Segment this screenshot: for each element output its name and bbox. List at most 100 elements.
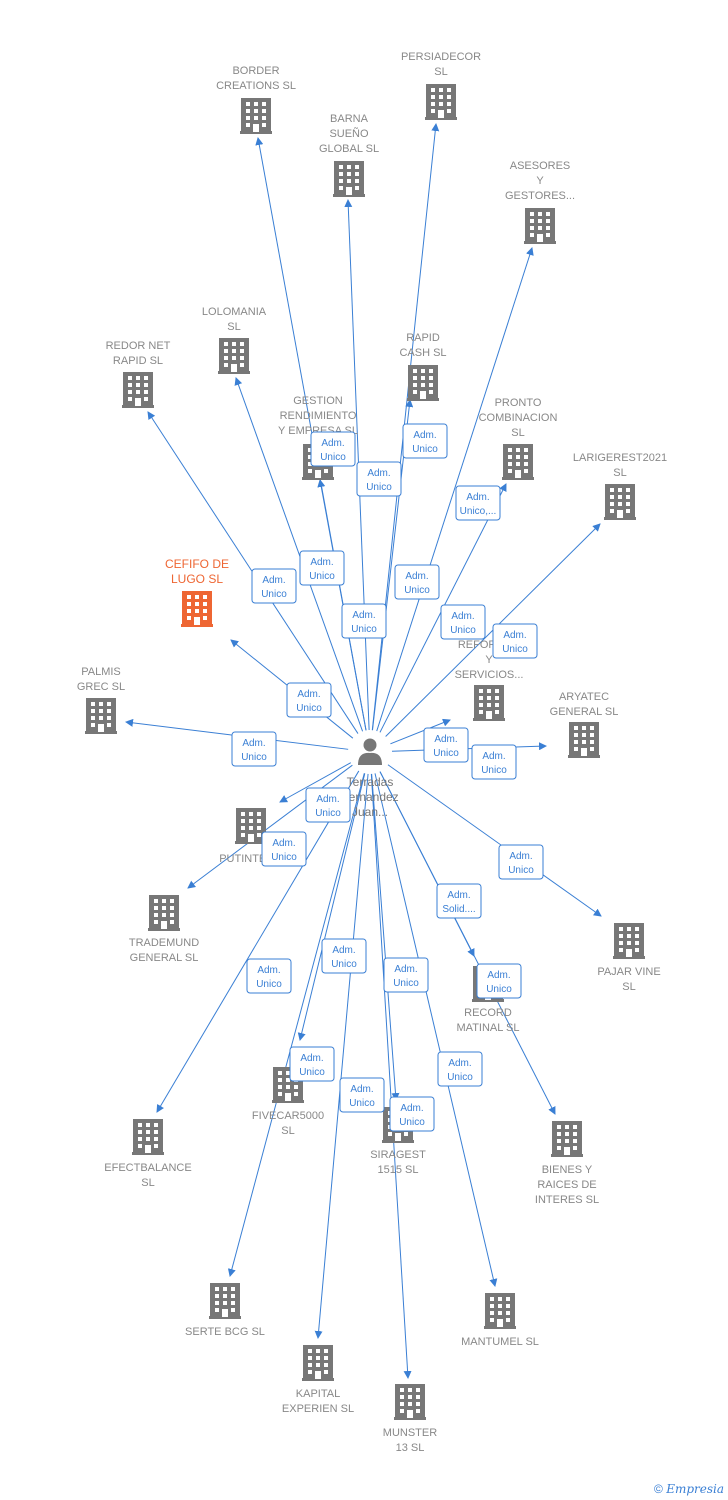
relation-text: Adm. — [350, 1084, 373, 1095]
relation-text: Adm. — [503, 630, 526, 641]
relation-box — [389, 1096, 435, 1132]
company-name-line: EFECTBALANCE — [104, 1162, 191, 1174]
relation-label-fivecar[interactable]: Adm.Unico — [321, 938, 367, 974]
relation-text: Adm. — [321, 438, 344, 449]
relation-text: Unico — [351, 624, 377, 635]
relation-label-larigerest[interactable]: Adm.Unico — [492, 623, 538, 659]
footer-brand[interactable]: © Empresia — [654, 1482, 724, 1496]
relation-label-kapital[interactable]: Adm.Unico — [339, 1077, 385, 1113]
relation-label-rapid-cash[interactable]: Adm.Unico — [394, 564, 440, 600]
relation-label-trademund[interactable]: Adm.Unico — [261, 831, 307, 867]
company-name-line: LARIGEREST2021 — [573, 452, 667, 464]
relation-label-bienes[interactable]: Adm.Unico — [476, 963, 522, 999]
company-name-line: Y — [536, 175, 544, 187]
company-name-line: RAPID SL — [113, 355, 163, 367]
company-efectbalance[interactable]: EFECTBALANCE SL — [104, 1119, 192, 1189]
relation-label-barna-sueno[interactable]: Adm. Unico — [356, 461, 402, 497]
relation-label-serte[interactable]: Adm. Unico — [289, 1046, 335, 1082]
relation-label-redor-net[interactable]: Adm.Unico — [251, 568, 297, 604]
relation-box — [305, 787, 351, 823]
building-icon — [209, 1283, 241, 1319]
relation-text: Unico — [481, 765, 507, 776]
edge-kapital — [314, 773, 369, 1339]
relation-label-cefifo[interactable]: Adm.Unico — [286, 682, 332, 718]
relation-label-record[interactable]: Adm.Solid.... — [436, 883, 482, 919]
person-node[interactable]: TerradasFernandezJuan... — [341, 738, 399, 820]
relation-text: Solid.... — [442, 904, 475, 915]
relation-text: Unico — [331, 959, 357, 970]
building-icon — [302, 1345, 334, 1381]
relation-text: Adm. — [367, 468, 390, 479]
relation-text: Adm. — [300, 1053, 323, 1064]
relation-label-pronto[interactable]: Adm.Unico — [440, 604, 486, 640]
company-name-line: SL — [141, 1177, 154, 1189]
relation-label-aryatec[interactable]: Adm.Unico — [471, 744, 517, 780]
relation-label-munster[interactable]: Adm.Unico — [389, 1096, 435, 1132]
relation-label-persiadecor[interactable]: Adm.Unico — [402, 423, 448, 459]
relation-label-siragest[interactable]: Adm.Unico — [383, 957, 429, 993]
company-name-line: TRADEMUND — [129, 937, 199, 949]
relation-label-palmis[interactable]: Adm.Unico — [231, 731, 277, 767]
relation-label-gestion[interactable]: Adm.Unico — [341, 603, 387, 639]
relation-box — [436, 883, 482, 919]
relation-box — [423, 727, 469, 763]
relation-text: Unico — [299, 1067, 325, 1078]
company-mantumel[interactable]: MANTUMEL SL — [461, 1293, 539, 1348]
building-icon — [218, 338, 250, 374]
person-icon — [363, 738, 377, 752]
relation-label-border-creations[interactable]: Adm.Unico — [310, 431, 356, 467]
relation-text: Adm. — [451, 611, 474, 622]
company-name-line: CEFIFO DE — [165, 557, 229, 571]
company-serte[interactable]: SERTE BCG SL — [185, 1283, 265, 1338]
building-icon — [122, 372, 154, 408]
relation-label-asesores[interactable]: Adm.Unico,... — [455, 485, 501, 521]
edge-pajar-vine — [387, 764, 602, 917]
relation-labels-layer: Adm.UnicoAdm.UnicoAdm.UnicoAdm.Unico,...… — [231, 423, 544, 1132]
company-name-line: SERTE BCG SL — [185, 1326, 265, 1338]
edge-serte — [227, 773, 365, 1277]
relation-box — [498, 844, 544, 880]
relation-text: Adm. — [262, 575, 285, 586]
relation-label-putinte[interactable]: Adm.Unico — [305, 787, 351, 823]
relation-label-pajar-vine[interactable]: Adm.Unico — [498, 844, 544, 880]
relation-label-reformas[interactable]: Adm.Unico — [423, 727, 469, 763]
relation-label-efectbalance[interactable]: Adm.Unico — [246, 958, 292, 994]
relation-label-lolomania[interactable]: Adm. Unico — [299, 550, 345, 586]
relation-box — [440, 604, 486, 640]
relation-box — [339, 1077, 385, 1113]
relation-text: Unico — [393, 978, 419, 989]
building-icon — [484, 1293, 516, 1329]
company-asesores[interactable]: ASESORESYGESTORES... — [505, 160, 575, 244]
edge-reformas — [390, 718, 451, 745]
relation-text: Unico — [366, 482, 392, 493]
relation-text: Unico — [309, 571, 335, 582]
company-name-line: MATINAL SL — [457, 1022, 520, 1034]
company-name-line: COMBINACION — [479, 412, 558, 424]
relations-layer — [125, 123, 602, 1379]
company-name-line: 13 SL — [396, 1442, 425, 1454]
relation-text: Unico — [296, 703, 322, 714]
company-name-line: MANTUMEL SL — [461, 1336, 539, 1348]
relation-text: Adm. — [310, 557, 333, 568]
relation-label-mantumel[interactable]: Adm.Unico — [437, 1051, 483, 1087]
